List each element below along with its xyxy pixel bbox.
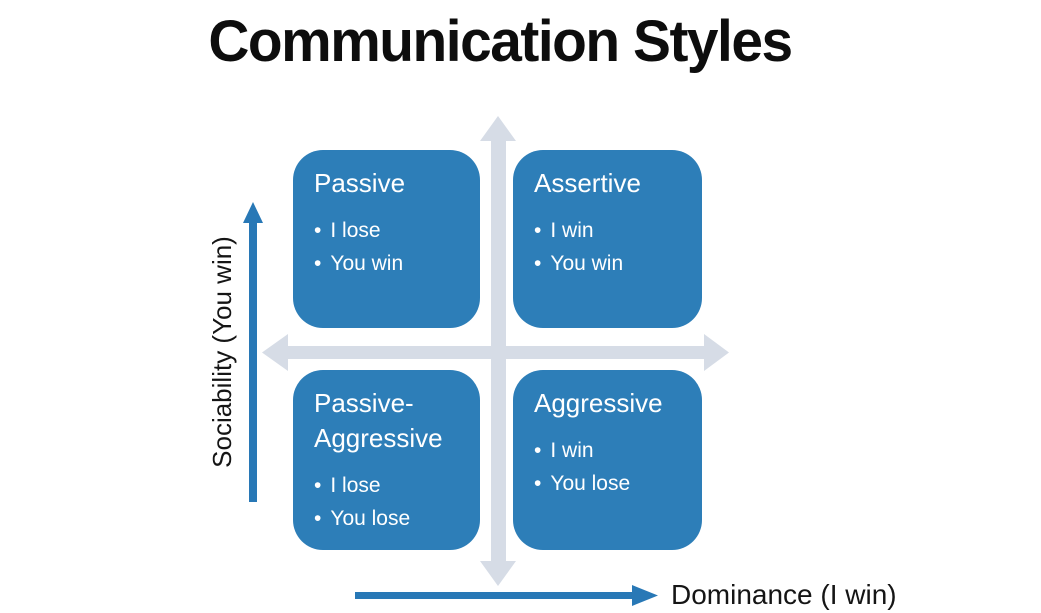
bullet-dot-icon: • bbox=[314, 252, 322, 275]
bullet-item: • You win bbox=[534, 247, 688, 280]
quadrant-title: Assertive bbox=[534, 168, 641, 198]
x-axis-arrow-icon bbox=[355, 585, 658, 606]
bullet-text: You win bbox=[550, 252, 624, 275]
bullet-text: I win bbox=[550, 439, 594, 462]
y-axis-arrow-icon bbox=[243, 202, 263, 502]
bullet-dot-icon: • bbox=[534, 252, 542, 275]
y-axis-label: Sociability (You win) bbox=[207, 236, 237, 468]
bullet-item: • I lose bbox=[314, 214, 466, 247]
bullet-text: You lose bbox=[550, 472, 631, 495]
bullet-item: • I lose bbox=[314, 469, 466, 502]
bullet-item: • You lose bbox=[314, 502, 466, 535]
quadrant-passive-aggressive: Passive-Aggressive • I lose • You lose bbox=[293, 370, 480, 550]
bullet-item: • I win bbox=[534, 214, 688, 247]
quadrant-title: Passive-Aggressive bbox=[314, 388, 443, 453]
quadrant-title: Passive bbox=[314, 168, 406, 198]
bullet-item: • You lose bbox=[534, 467, 688, 500]
quadrant-bullet-list: • I win • You win bbox=[534, 214, 688, 280]
bullet-text: I win bbox=[550, 219, 594, 242]
quadrant-bullet-list: • I win • You lose bbox=[534, 434, 688, 500]
bullet-dot-icon: • bbox=[314, 474, 322, 497]
bullet-dot-icon: • bbox=[314, 219, 322, 242]
quadrant-passive: Passive • I lose • You win bbox=[293, 150, 480, 328]
bullet-item: • You win bbox=[314, 247, 466, 280]
page-title: Communication Styles bbox=[208, 9, 793, 74]
bullet-dot-icon: • bbox=[534, 439, 542, 462]
quadrant-title: Aggressive bbox=[534, 388, 663, 418]
x-axis-label: Dominance (I win) bbox=[671, 579, 897, 610]
quadrant-bullet-list: • I lose • You lose bbox=[314, 469, 466, 535]
quadrant-bullet-list: • I lose • You win bbox=[314, 214, 466, 280]
quadrant-assertive: Assertive • I win • You win bbox=[513, 150, 702, 328]
bullet-text: I lose bbox=[330, 219, 381, 242]
quadrant-aggressive: Aggressive • I win • You lose bbox=[513, 370, 702, 550]
bullet-dot-icon: • bbox=[534, 472, 542, 495]
quadrant-cross-arrow-icon bbox=[262, 116, 729, 586]
bullet-text: You win bbox=[330, 252, 404, 275]
bullet-text: You lose bbox=[330, 507, 411, 530]
bullet-item: • I win bbox=[534, 434, 688, 467]
bullet-text: I lose bbox=[330, 474, 381, 497]
bullet-dot-icon: • bbox=[534, 219, 542, 242]
bullet-dot-icon: • bbox=[314, 507, 322, 530]
